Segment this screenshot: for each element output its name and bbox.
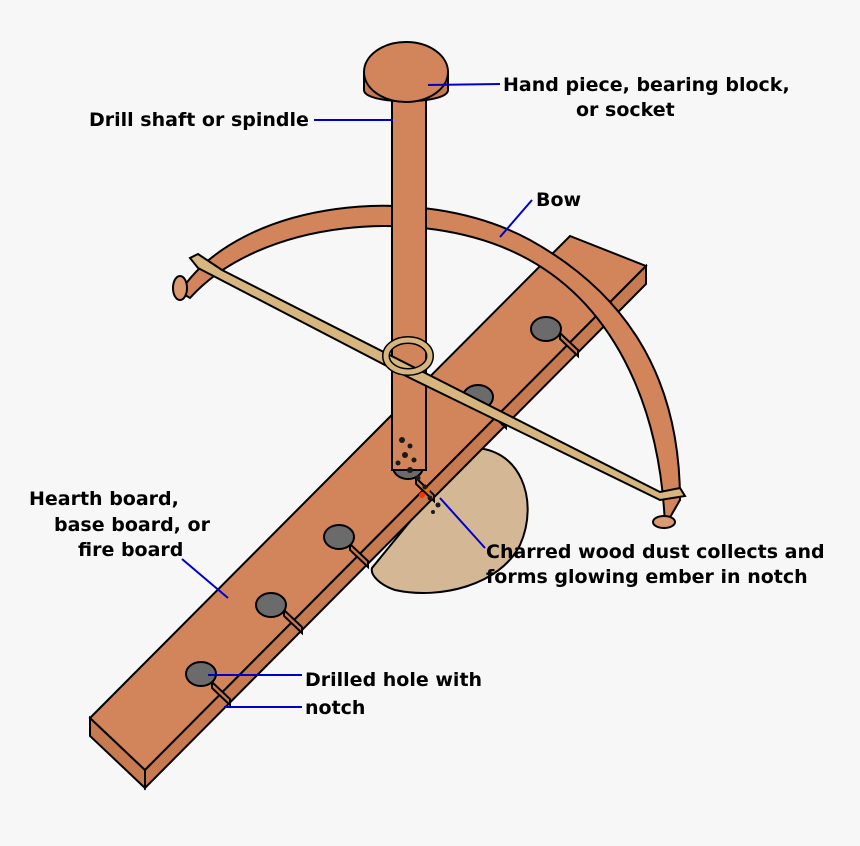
ember: [419, 492, 425, 498]
label-hand-piece-line1: Hand piece, bearing block,: [503, 74, 790, 96]
drilled-hole: [530, 316, 562, 342]
leader-lines: [181, 83, 533, 708]
label-drilled-hole-line1: Drilled hole with: [305, 669, 482, 691]
label-drilled-hole-line2: notch: [305, 697, 365, 719]
label-hearth-board-line2: base board, or: [54, 514, 211, 536]
drill-shaft: [391, 94, 427, 471]
label-hearth-board-line1: Hearth board,: [29, 488, 179, 510]
label-hearth-board-line3: fire board: [78, 539, 183, 561]
hand-piece: [363, 41, 449, 103]
label-charred-dust-line1: Charred wood dust collects and: [486, 541, 825, 563]
hearth-board: [88, 234, 648, 791]
label-charred-dust-line2: forms glowing ember in notch: [486, 566, 808, 588]
drilled-holes: [185, 316, 562, 687]
label-hand-piece-line2: or socket: [576, 99, 675, 121]
drilled-hole: [323, 524, 355, 550]
char-dust: [395, 437, 441, 514]
tinder-pad: [370, 446, 529, 594]
label-bow: Bow: [536, 189, 581, 211]
drilled-hole: [255, 592, 287, 618]
label-drill-shaft: Drill shaft or spindle: [89, 109, 309, 131]
bow-string: [188, 252, 687, 502]
